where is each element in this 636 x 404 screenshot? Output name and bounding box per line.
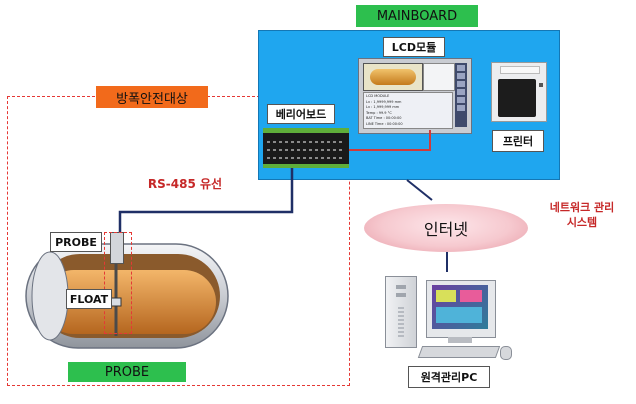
mainboard-to-internet-link	[406, 179, 433, 201]
tank-end-cap	[31, 251, 69, 341]
printer-front	[498, 79, 536, 117]
internet-cloud: 인터넷	[364, 204, 528, 252]
printer-button	[539, 83, 543, 87]
network-system-line2: 시스템	[566, 216, 598, 229]
printer-label: 프린터	[492, 130, 544, 152]
remote-pc-label: 원격관리PC	[408, 366, 490, 388]
lcd-line-1: LCD MODULE	[366, 94, 390, 98]
pc-monitor	[426, 280, 496, 338]
network-system-label: 네트워크 관리 시스템	[528, 200, 636, 230]
probe-highlight-box	[104, 232, 132, 334]
probe-bottom-label: PROBE	[68, 362, 186, 382]
mainboard-label: MAINBOARD	[356, 5, 478, 27]
pc-monitor-stand	[448, 337, 472, 343]
lcd-module-device: LCD MODULE Lv : 1,9999,999 mm Lv : 1,999…	[358, 58, 472, 134]
rs485-cable	[118, 168, 294, 234]
lcd-screen-top	[363, 63, 423, 91]
lcd-to-barrier-link	[349, 130, 431, 151]
printer-device	[491, 62, 547, 122]
lcd-readout-panel	[423, 63, 455, 91]
printer-paper-slot	[500, 66, 540, 74]
explosion-zone-label: 방폭안전대상	[96, 86, 208, 108]
pc-tower	[385, 276, 417, 348]
pc-mouse	[500, 346, 512, 360]
lcd-line-3: Lv : 1,999,999 mm	[366, 105, 400, 109]
probe-top-label: PROBE	[50, 232, 102, 252]
rs485-label: RS-485 유선	[147, 176, 223, 191]
lcd-line-5: BAT Time : 00:00:00	[366, 116, 402, 120]
lcd-text-area: LCD MODULE Lv : 1,9999,999 mm Lv : 1,999…	[363, 92, 453, 129]
tank-illustration	[25, 240, 229, 349]
tank-oil	[42, 270, 216, 334]
lcd-line-4: Temp : 99.9 °C	[366, 110, 392, 115]
lcd-line-2: Lv : 1,9999,999 mm	[366, 99, 402, 104]
lcd-module-label: LCD모듈	[383, 37, 445, 57]
float-label: FLOAT	[66, 289, 112, 309]
pc-monitor-screen	[432, 285, 488, 329]
lcd-tank-graphic	[370, 69, 416, 85]
lcd-button-column	[455, 63, 467, 127]
barrier-board-label: 베리어보드	[267, 104, 335, 124]
barrier-board-device	[263, 128, 349, 168]
lcd-line-6: LINE Time : 00:00:00	[366, 121, 403, 126]
network-system-line1: 네트워크 관리	[549, 201, 615, 214]
pc-keyboard	[417, 346, 501, 358]
